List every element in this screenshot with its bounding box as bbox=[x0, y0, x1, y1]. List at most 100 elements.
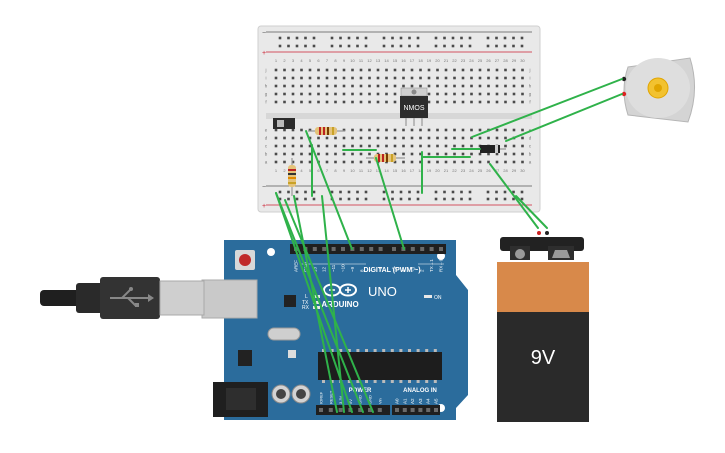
breadboard-hole[interactable] bbox=[368, 160, 371, 164]
usb-cable[interactable] bbox=[40, 277, 205, 319]
breadboard-hole[interactable] bbox=[470, 144, 473, 148]
breadboard-hole[interactable] bbox=[274, 76, 278, 80]
breadboard-hole[interactable] bbox=[461, 76, 465, 80]
breadboard-hole[interactable] bbox=[291, 92, 295, 96]
breadboard-hole[interactable] bbox=[300, 128, 303, 132]
rail-hole[interactable] bbox=[391, 44, 394, 48]
breadboard-hole[interactable] bbox=[359, 128, 363, 132]
breadboard-hole[interactable] bbox=[393, 144, 397, 148]
breadboard-hole[interactable] bbox=[291, 152, 295, 156]
power-pin-hole[interactable] bbox=[319, 408, 323, 412]
breadboard-hole[interactable] bbox=[402, 144, 405, 148]
breadboard-hole[interactable] bbox=[478, 160, 482, 164]
breadboard-hole[interactable] bbox=[359, 152, 363, 156]
breadboard-hole[interactable] bbox=[359, 76, 363, 80]
rail-hole[interactable] bbox=[391, 197, 394, 201]
breadboard-hole[interactable] bbox=[521, 144, 524, 148]
breadboard-hole[interactable] bbox=[393, 76, 397, 80]
breadboard-hole[interactable] bbox=[300, 160, 303, 164]
breadboard-hole[interactable] bbox=[512, 100, 516, 104]
breadboard-hole[interactable] bbox=[325, 68, 329, 72]
rail-hole[interactable] bbox=[443, 44, 446, 48]
rail-hole[interactable] bbox=[399, 197, 403, 201]
breadboard-hole[interactable] bbox=[368, 128, 371, 132]
breadboard-hole[interactable] bbox=[419, 152, 422, 156]
rail-hole[interactable] bbox=[460, 190, 463, 194]
breadboard-hole[interactable] bbox=[359, 100, 363, 104]
breadboard-hole[interactable] bbox=[334, 76, 337, 80]
breadboard-hole[interactable] bbox=[436, 100, 439, 104]
wire[interactable] bbox=[515, 195, 548, 229]
breadboard-hole[interactable] bbox=[521, 128, 524, 132]
breadboard-hole[interactable] bbox=[300, 84, 303, 88]
breadboard-hole[interactable] bbox=[436, 160, 439, 164]
rail-hole[interactable] bbox=[339, 190, 342, 194]
rail-hole[interactable] bbox=[304, 190, 307, 194]
breadboard-hole[interactable] bbox=[308, 152, 312, 156]
breadboard-hole[interactable] bbox=[368, 144, 371, 148]
breadboard-hole[interactable] bbox=[308, 160, 312, 164]
breadboard-hole[interactable] bbox=[504, 128, 507, 132]
breadboard-hole[interactable] bbox=[444, 100, 448, 104]
breadboard-hole[interactable] bbox=[436, 76, 439, 80]
breadboard-hole[interactable] bbox=[342, 152, 346, 156]
breadboard-hole[interactable] bbox=[410, 144, 414, 148]
breadboard-hole[interactable] bbox=[512, 128, 516, 132]
breadboard-hole[interactable] bbox=[419, 136, 422, 140]
breadboard-hole[interactable] bbox=[453, 136, 456, 140]
breadboard-hole[interactable] bbox=[325, 152, 329, 156]
breadboard-hole[interactable] bbox=[521, 76, 524, 80]
breadboard-hole[interactable] bbox=[376, 68, 380, 72]
breadboard-hole[interactable] bbox=[410, 68, 414, 72]
breadboard-hole[interactable] bbox=[291, 100, 295, 104]
wire[interactable] bbox=[275, 192, 364, 413]
breadboard-hole[interactable] bbox=[359, 144, 363, 148]
rail-hole[interactable] bbox=[399, 190, 403, 194]
digital-pin-hole[interactable] bbox=[359, 247, 364, 251]
breadboard-hole[interactable] bbox=[274, 136, 278, 140]
breadboard-hole[interactable] bbox=[393, 128, 397, 132]
breadboard-hole[interactable] bbox=[436, 92, 439, 96]
breadboard-hole[interactable] bbox=[368, 92, 371, 96]
breadboard-hole[interactable] bbox=[419, 160, 422, 164]
breadboard-hole[interactable] bbox=[376, 100, 380, 104]
rail-hole[interactable] bbox=[312, 190, 316, 194]
breadboard-hole[interactable] bbox=[291, 76, 295, 80]
rail-hole[interactable] bbox=[486, 197, 490, 201]
rail-hole[interactable] bbox=[278, 36, 282, 40]
breadboard-hole[interactable] bbox=[453, 144, 456, 148]
breadboard-hole[interactable] bbox=[308, 136, 312, 140]
breadboard-hole[interactable] bbox=[427, 152, 431, 156]
breadboard-hole[interactable] bbox=[334, 136, 337, 140]
breadboard-hole[interactable] bbox=[325, 136, 329, 140]
breadboard-hole[interactable] bbox=[291, 136, 295, 140]
breadboard-hole[interactable] bbox=[300, 100, 303, 104]
breadboard-hole[interactable] bbox=[291, 84, 295, 88]
rail-hole[interactable] bbox=[486, 44, 490, 48]
rail-hole[interactable] bbox=[382, 197, 386, 201]
battery-9v[interactable]: 9V bbox=[497, 231, 589, 422]
breadboard-hole[interactable] bbox=[470, 92, 473, 96]
breadboard-hole[interactable] bbox=[521, 68, 524, 72]
breadboard-hole[interactable] bbox=[470, 76, 473, 80]
breadboard-hole[interactable] bbox=[385, 84, 388, 88]
rail-hole[interactable] bbox=[382, 36, 386, 40]
wire[interactable] bbox=[375, 157, 405, 250]
breadboard-hole[interactable] bbox=[487, 76, 490, 80]
rail-hole[interactable] bbox=[364, 36, 368, 40]
breadboard-hole[interactable] bbox=[393, 160, 397, 164]
rail-hole[interactable] bbox=[356, 36, 359, 40]
wire[interactable] bbox=[505, 93, 623, 142]
rail-hole[interactable] bbox=[347, 44, 351, 48]
breadboard-hole[interactable] bbox=[470, 84, 473, 88]
breadboard-hole[interactable] bbox=[283, 152, 286, 156]
digital-pin-hole[interactable] bbox=[341, 247, 345, 251]
rail-hole[interactable] bbox=[416, 197, 420, 201]
rail-hole[interactable] bbox=[460, 197, 463, 201]
breadboard-hole[interactable] bbox=[291, 144, 295, 148]
breadboard-hole[interactable] bbox=[300, 92, 303, 96]
rail-hole[interactable] bbox=[295, 36, 299, 40]
rail-hole[interactable] bbox=[451, 190, 455, 194]
breadboard-hole[interactable] bbox=[512, 76, 516, 80]
